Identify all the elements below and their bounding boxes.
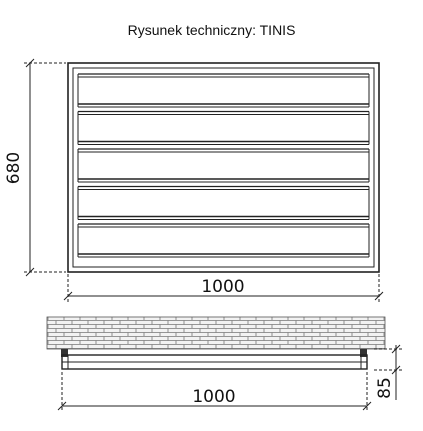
- radiator-slat: [77, 148, 370, 183]
- bracket-left: [61, 349, 68, 357]
- wall-hatching: [46, 316, 386, 350]
- radiator-slat: [77, 73, 370, 108]
- front-width-label: 1000: [201, 277, 244, 297]
- height-label: 680: [4, 152, 24, 184]
- drawing-title: Rysunek techniczny: TINIS: [127, 22, 296, 38]
- radiator-slat: [77, 223, 370, 258]
- height-dimension: 680: [4, 58, 66, 277]
- radiator-slat: [77, 110, 370, 145]
- radiator-inner-frame: [72, 67, 375, 268]
- radiator-slat: [77, 185, 370, 220]
- depth-dimension: 85: [374, 344, 404, 400]
- top-width-dimension: 1000: [57, 372, 372, 412]
- radiator-side-left: [61, 354, 69, 370]
- depth-label: 85: [375, 377, 395, 399]
- bracket-right: [360, 349, 367, 357]
- radiator-side-right: [360, 354, 368, 370]
- front-view: [67, 62, 380, 273]
- radiator-outer-frame: [67, 62, 380, 273]
- radiator-slats: [77, 73, 370, 258]
- top-view: [46, 316, 386, 370]
- top-width-label: 1000: [192, 387, 235, 407]
- front-width-dimension: 1000: [63, 274, 384, 302]
